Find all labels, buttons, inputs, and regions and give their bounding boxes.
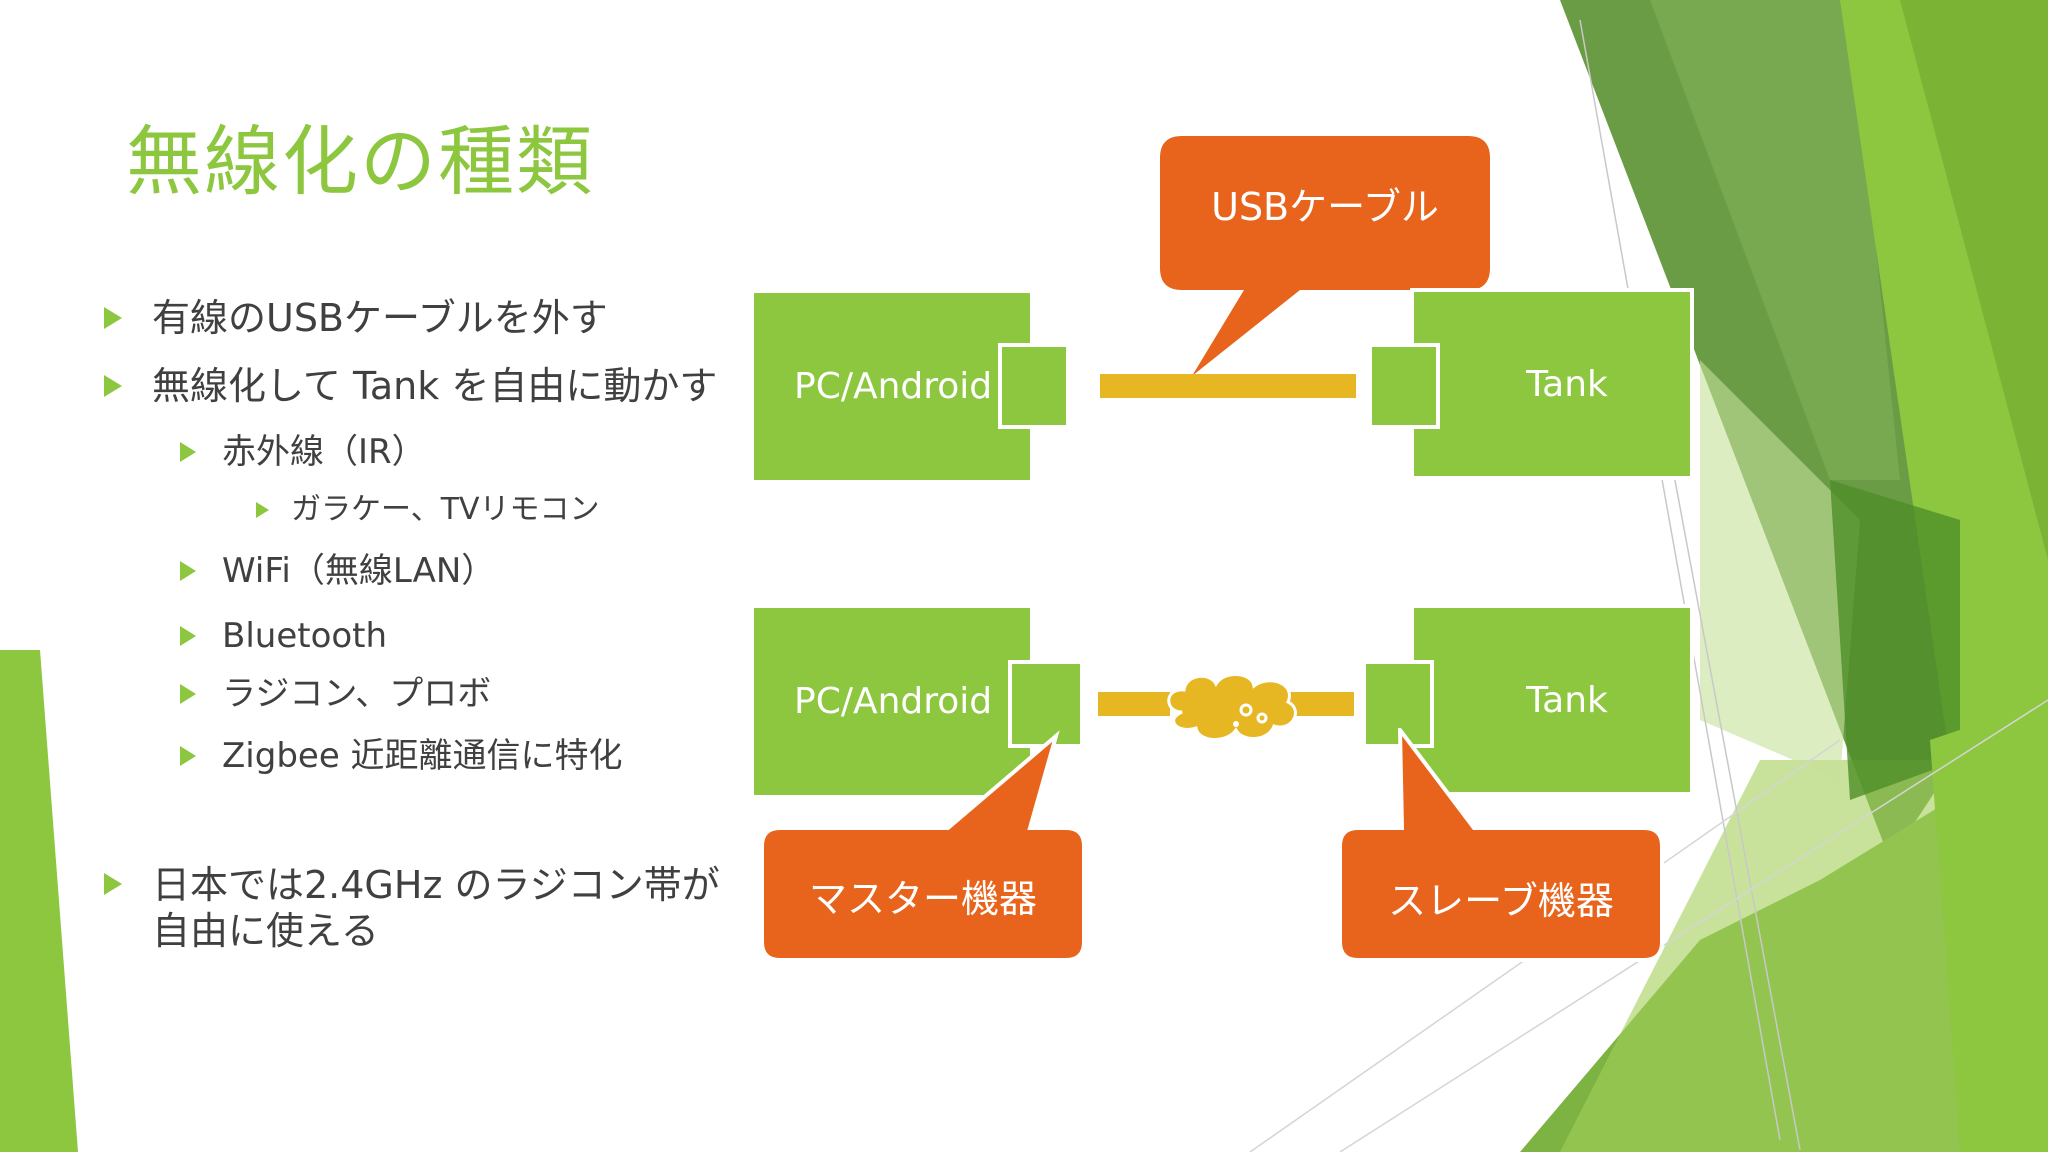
usb-cable [1100,374,1356,398]
tank-box: Tank [1410,288,1694,480]
bullet-arrow-icon [180,684,196,704]
bullet-text: Zigbee 近距離通信に特化 [222,736,623,776]
bullet-arrow-icon [180,746,196,766]
bullet-arrow-icon [180,626,196,646]
tank-label: Tank [1526,679,1608,721]
bullet-arrow-icon [104,307,122,329]
bullet-arrow-icon [256,502,269,518]
bullet-arrow-icon [180,561,196,581]
wireless-cloud-icon [1167,673,1297,741]
master-device-callout [760,730,1086,962]
pc-android-label: PC/Android [794,681,993,722]
slide-title: 無線化の種類 [126,117,594,206]
master-device-label: マスター機器 [808,877,1037,921]
tank-label: Tank [1526,363,1608,405]
tank-usb-port [1368,343,1440,429]
bullet-text: ガラケー、TVリモコン [291,492,600,527]
bullet-item: ラジコン、プロボ [180,674,491,714]
bullet-text: 無線化して Tank を自由に動かす [152,364,718,408]
bullet-item: Zigbee 近距離通信に特化 [180,736,623,776]
bullet-item: 無線化して Tank を自由に動かす [104,364,717,408]
pc-android-box: PC/Android [754,608,1030,795]
pc-android-box: PC/Android [754,293,1030,480]
radio-link-left [1098,692,1170,716]
bullet-text: WiFi（無線LAN） [222,551,496,591]
pc-usb-port [998,343,1070,429]
bullet-text: 有線のUSBケーブルを外す [152,296,608,340]
bullet-item: 赤外線（IR） [180,432,426,472]
bullet-text: 赤外線（IR） [222,432,426,472]
slave-device-callout [1338,728,1664,962]
bullet-item: 有線のUSBケーブルを外す [104,296,608,340]
master-radio-module [1008,660,1084,748]
usb-cable-callout [1160,136,1490,376]
bullet-arrow-icon [104,375,122,397]
pc-android-label: PC/Android [794,366,993,407]
bullet-text: 日本では2.4GHz のラジコン帯が 自由に使える [152,863,720,953]
tank-box: Tank [1410,604,1694,796]
bullet-text: ラジコン、プロボ [222,674,492,714]
bullet-item: WiFi（無線LAN） [180,551,495,591]
bullet-text: Bluetooth [222,616,388,656]
usb-cable-callout-label: USBケーブル [1211,185,1439,229]
radio-link-right [1290,692,1354,716]
bullet-item: ガラケー、TVリモコン [256,492,600,528]
bullet-item: Bluetooth [180,616,387,656]
bullet-arrow-icon [180,442,196,462]
slave-radio-module [1362,660,1434,748]
bullet-arrow-icon [104,873,122,895]
bullet-item: 日本では2.4GHz のラジコン帯が 自由に使える [104,862,720,954]
slave-device-label: スレーブ機器 [1388,879,1614,923]
